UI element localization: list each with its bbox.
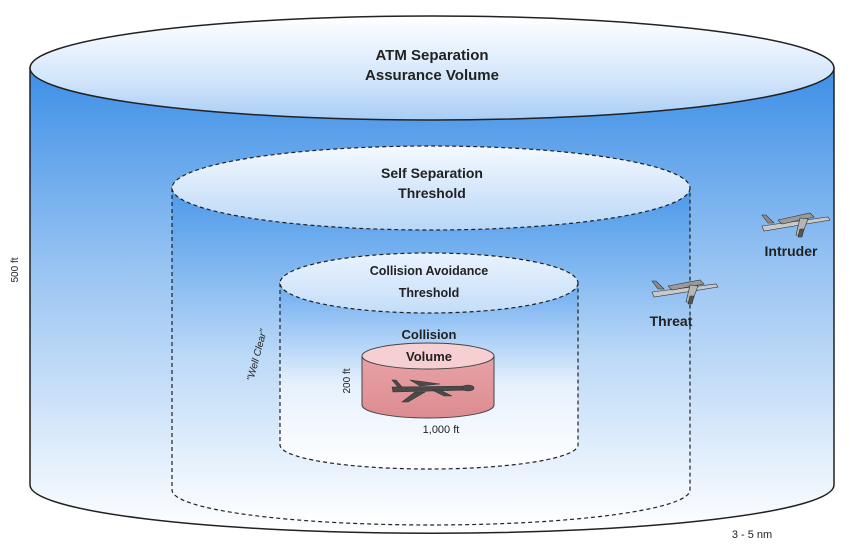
collision-height-label: 200 ft bbox=[342, 368, 353, 393]
collision-volume-label-line1: Collision bbox=[402, 327, 457, 342]
collision-avoidance-label-line1: Collision Avoidance bbox=[370, 264, 489, 278]
outer-height-label: 500 ft bbox=[10, 257, 21, 282]
collision-avoidance-threshold-volume bbox=[279, 252, 579, 470]
intruder-label: Intruder bbox=[765, 243, 818, 259]
threat-label: Threat bbox=[650, 313, 693, 329]
intruder-aircraft-icon bbox=[761, 212, 831, 238]
self-separation-label-line2: Threshold bbox=[398, 185, 466, 201]
collision-width-label: 1,000 ft bbox=[423, 424, 460, 436]
collision-volume-label-line2: Volume bbox=[406, 349, 452, 364]
atm-volume-label-line1: ATM Separation bbox=[375, 47, 488, 64]
threat-aircraft-icon bbox=[651, 279, 719, 305]
self-separation-label-line1: Self Separation bbox=[381, 165, 483, 181]
collision-avoidance-label-line2: Threshold bbox=[399, 286, 459, 300]
atm-volume-label-line2: Assurance Volume bbox=[365, 67, 499, 84]
outer-width-label: 3 - 5 nm bbox=[732, 529, 772, 541]
uav-aircraft-icon bbox=[391, 379, 475, 403]
